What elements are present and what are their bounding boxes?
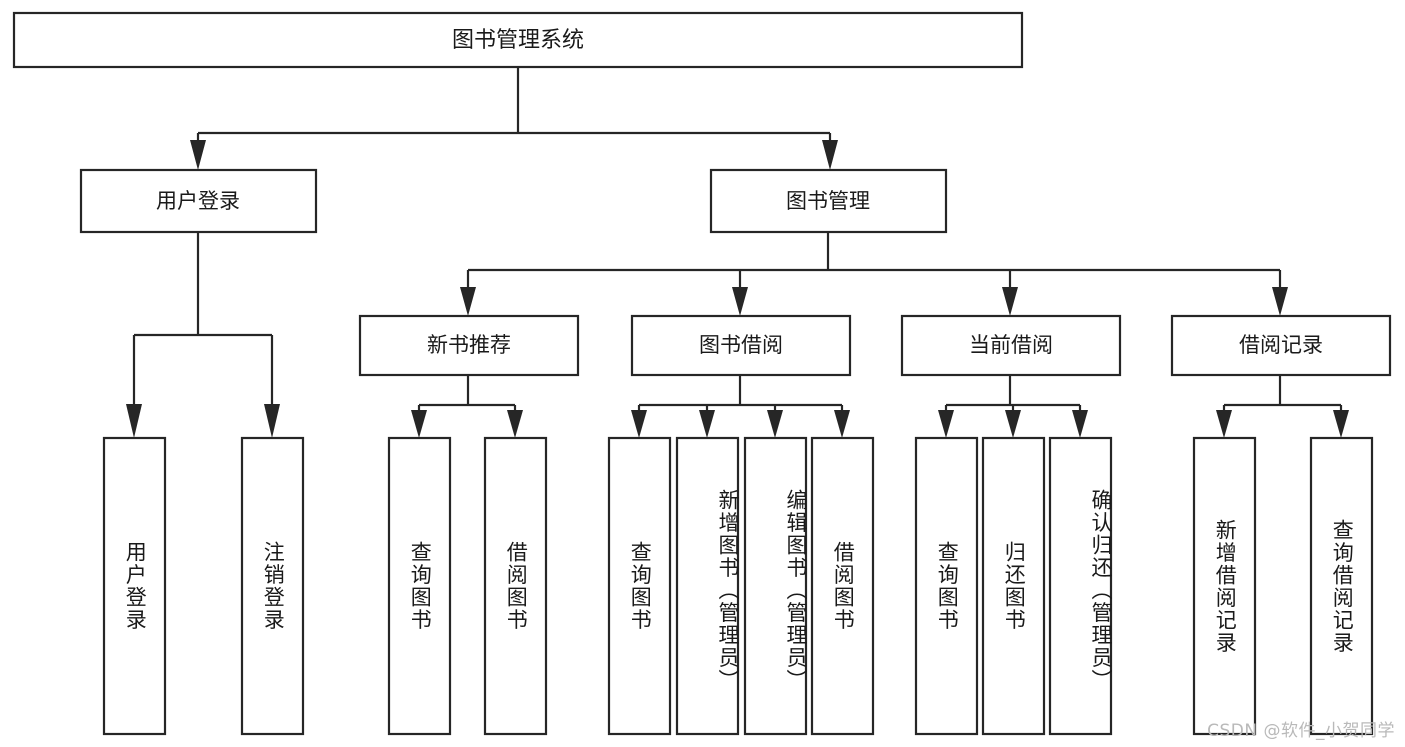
arrow-head-icon bbox=[822, 140, 838, 170]
arrow-head-icon bbox=[1216, 410, 1232, 438]
arrow-head-icon bbox=[411, 410, 427, 438]
arrow-head-icon bbox=[460, 287, 476, 316]
leaf-query-book-3-box[interactable] bbox=[914, 436, 979, 736]
leaf-boxes-user-login bbox=[102, 436, 305, 736]
leaf-boxes-current-borrow bbox=[914, 436, 1113, 736]
arrow-head-icon bbox=[1005, 410, 1021, 438]
node-book-borrow-label: 图书借阅 bbox=[699, 333, 783, 357]
leaf-boxes-new-book-recommend bbox=[387, 436, 548, 736]
node-book-manage[interactable]: 图书管理 bbox=[709, 168, 948, 234]
node-user-login[interactable]: 用户登录 bbox=[79, 168, 318, 234]
node-current-borrow-label: 当前借阅 bbox=[969, 333, 1053, 357]
connector-new-book-recommend-to-leaves bbox=[411, 375, 523, 438]
node-book-borrow-box[interactable] bbox=[630, 314, 852, 377]
watermark-text: CSDN @软件_小贺同学 bbox=[1207, 721, 1395, 741]
arrow-head-icon bbox=[732, 287, 748, 316]
node-book-manage-box[interactable] bbox=[709, 168, 948, 234]
connector-book-borrow-to-leaves bbox=[631, 375, 850, 438]
node-root[interactable]: 图书管理系统 bbox=[12, 11, 1024, 69]
leaf-confirm-return-box[interactable] bbox=[1048, 436, 1113, 736]
arrow-head-icon bbox=[1272, 287, 1288, 316]
leaf-add-record-box[interactable] bbox=[1192, 436, 1257, 736]
leaf-query-book-1-box[interactable] bbox=[387, 436, 452, 736]
arrow-head-icon bbox=[1072, 410, 1088, 438]
arrow-head-icon bbox=[631, 410, 647, 438]
node-root-box[interactable] bbox=[12, 11, 1024, 69]
connector-book-manage-to-level2 bbox=[460, 232, 1288, 316]
leaf-return-book-box[interactable] bbox=[981, 436, 1046, 736]
node-book-manage-label: 图书管理 bbox=[786, 189, 870, 213]
leaf-edit-book-box[interactable] bbox=[743, 436, 808, 736]
leaf-boxes-borrow-record bbox=[1192, 436, 1374, 736]
leaf-query-book-2-box[interactable] bbox=[607, 436, 672, 736]
node-borrow-record[interactable]: 借阅记录 bbox=[1170, 314, 1392, 377]
arrow-head-icon bbox=[1333, 410, 1349, 438]
arrow-head-icon bbox=[126, 404, 142, 438]
arrow-head-icon bbox=[834, 410, 850, 438]
node-book-borrow[interactable]: 图书借阅 bbox=[630, 314, 852, 377]
node-user-login-box[interactable] bbox=[79, 168, 318, 234]
node-new-book-recommend-label: 新书推荐 bbox=[427, 333, 511, 357]
connector-borrow-record-to-leaves bbox=[1216, 375, 1349, 438]
arrow-head-icon bbox=[507, 410, 523, 438]
connector-root-to-level1 bbox=[190, 67, 838, 170]
arrow-head-icon bbox=[264, 404, 280, 438]
node-new-book-recommend-box[interactable] bbox=[358, 314, 580, 377]
node-user-login-label: 用户登录 bbox=[156, 189, 240, 213]
arrow-head-icon bbox=[1002, 287, 1018, 316]
connector-user-login-to-leaves bbox=[126, 232, 280, 438]
leaf-borrow-book-2-box[interactable] bbox=[810, 436, 875, 736]
node-root-label: 图书管理系统 bbox=[452, 28, 584, 53]
node-current-borrow-box[interactable] bbox=[900, 314, 1122, 377]
connector-current-borrow-to-leaves bbox=[938, 375, 1088, 438]
arrow-head-icon bbox=[767, 410, 783, 438]
arrow-head-icon bbox=[699, 410, 715, 438]
node-new-book-recommend[interactable]: 新书推荐 bbox=[358, 314, 580, 377]
leaf-logout-login-box[interactable] bbox=[240, 436, 305, 736]
arrow-head-icon bbox=[190, 140, 206, 170]
node-borrow-record-label: 借阅记录 bbox=[1239, 333, 1323, 357]
leaf-add-book-box[interactable] bbox=[675, 436, 740, 736]
leaf-boxes-book-borrow bbox=[607, 436, 875, 736]
arrow-head-icon bbox=[938, 410, 954, 438]
node-borrow-record-box[interactable] bbox=[1170, 314, 1392, 377]
node-current-borrow[interactable]: 当前借阅 bbox=[900, 314, 1122, 377]
leaf-user-login-box[interactable] bbox=[102, 436, 167, 736]
leaf-query-record-box[interactable] bbox=[1309, 436, 1374, 736]
leaf-borrow-book-1-box[interactable] bbox=[483, 436, 548, 736]
